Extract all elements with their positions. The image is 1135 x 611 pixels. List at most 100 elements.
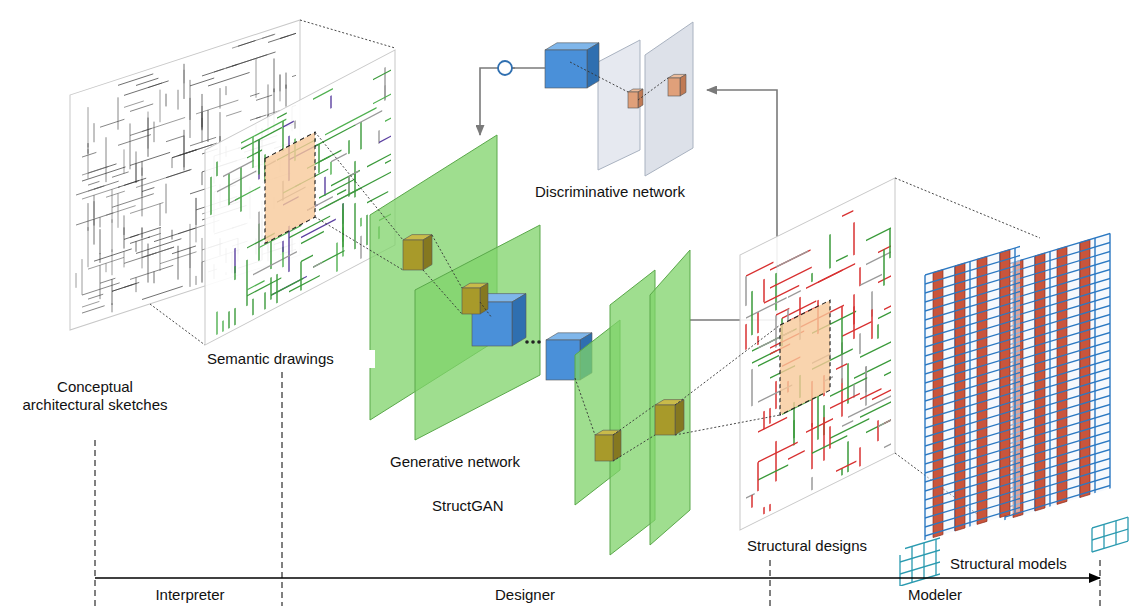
floor-line <box>1005 279 1110 311</box>
wall-line <box>836 364 847 370</box>
wall-line <box>788 291 801 297</box>
wall-line <box>745 276 747 306</box>
wall-line <box>301 255 313 261</box>
wall-line <box>124 101 144 107</box>
wall-line <box>385 118 391 121</box>
floor-line <box>1092 517 1128 528</box>
wall-line <box>202 118 203 142</box>
wall-line <box>88 181 99 185</box>
column-line <box>899 550 900 586</box>
sum-circle <box>498 61 512 75</box>
floor-line <box>925 391 1020 420</box>
wall-line <box>829 234 831 268</box>
wall-line <box>770 250 811 270</box>
floor-line <box>925 499 1020 528</box>
wall-line <box>294 121 296 129</box>
phase-axis <box>95 577 1100 578</box>
floor-line <box>925 364 1020 393</box>
floor-line <box>900 550 940 562</box>
floor-line <box>900 562 940 574</box>
wall-line <box>226 86 227 95</box>
wall-line <box>172 230 173 240</box>
wall-line <box>319 180 354 198</box>
wall-line <box>82 306 105 313</box>
wall-line <box>241 128 282 150</box>
network-label: Generative network <box>388 453 568 471</box>
model-name: StructGAN <box>430 497 540 515</box>
wall-line <box>384 67 386 100</box>
wall-line <box>124 81 169 96</box>
floor-line <box>925 508 1020 537</box>
floor-line <box>1005 351 1110 383</box>
wall-line <box>178 90 179 110</box>
leader-line <box>570 62 628 92</box>
wall-line <box>252 137 254 168</box>
wall-line <box>330 162 332 175</box>
floor-line <box>925 445 1020 474</box>
wall-line <box>776 251 808 267</box>
wall-line <box>342 203 344 247</box>
wall-line <box>184 64 185 99</box>
wall-line <box>775 381 777 409</box>
leader-line <box>315 217 403 270</box>
wall-line <box>100 265 101 299</box>
wall-line <box>160 204 161 226</box>
generator-region: Generative network <box>370 135 690 480</box>
ellipsis-dot <box>531 340 535 344</box>
wall-line <box>860 389 882 400</box>
wall-line <box>241 119 286 143</box>
floor-line <box>925 427 1020 456</box>
wall-line <box>136 239 181 254</box>
wall-line <box>282 121 284 151</box>
ellipsis-dot <box>537 340 541 344</box>
wall-line <box>190 98 191 138</box>
wall-line <box>757 462 759 491</box>
leader-line <box>638 78 668 100</box>
wall-line <box>385 160 391 163</box>
wall-line <box>166 169 191 177</box>
wall-line <box>130 128 152 135</box>
floor-line <box>925 256 1020 285</box>
panel-caption: Structural designs <box>745 537 905 555</box>
feature-block <box>462 288 480 314</box>
wall-line <box>769 408 771 423</box>
wall-line <box>746 494 755 498</box>
discriminator-layer <box>598 40 640 170</box>
wall-line <box>337 190 346 195</box>
wall-line <box>94 249 132 261</box>
column-line <box>923 543 924 579</box>
wall-line <box>288 226 290 272</box>
phase-label: Modeler <box>880 586 990 604</box>
wall-line <box>130 237 150 244</box>
wall-line <box>196 100 238 114</box>
wall-line <box>217 171 256 192</box>
wall-line <box>763 279 765 302</box>
floor-line <box>1005 360 1110 392</box>
generator-layer <box>650 250 690 545</box>
wall-line <box>758 356 779 367</box>
wall-line <box>860 402 891 417</box>
wall-line <box>853 294 855 324</box>
wall-line <box>228 173 230 205</box>
wall-line <box>130 104 153 112</box>
wall-line <box>270 277 272 299</box>
wall-line <box>268 33 296 42</box>
wall-line <box>88 203 89 231</box>
wall-line <box>877 420 879 441</box>
wall-line <box>88 227 89 267</box>
wall-line <box>360 218 362 226</box>
wall-line <box>811 477 813 490</box>
floor-line <box>1005 261 1110 293</box>
floor-line <box>1005 342 1110 374</box>
leader-line <box>432 235 462 288</box>
wall-line <box>178 246 179 280</box>
floor-line <box>925 301 1020 330</box>
wall-line <box>842 421 853 427</box>
leader-line <box>480 302 492 318</box>
wall-line <box>142 228 143 269</box>
wall-line <box>330 96 332 109</box>
feature-block <box>595 435 613 461</box>
wall-line <box>106 191 125 197</box>
wall-line <box>112 279 113 305</box>
wall-line <box>366 215 368 245</box>
